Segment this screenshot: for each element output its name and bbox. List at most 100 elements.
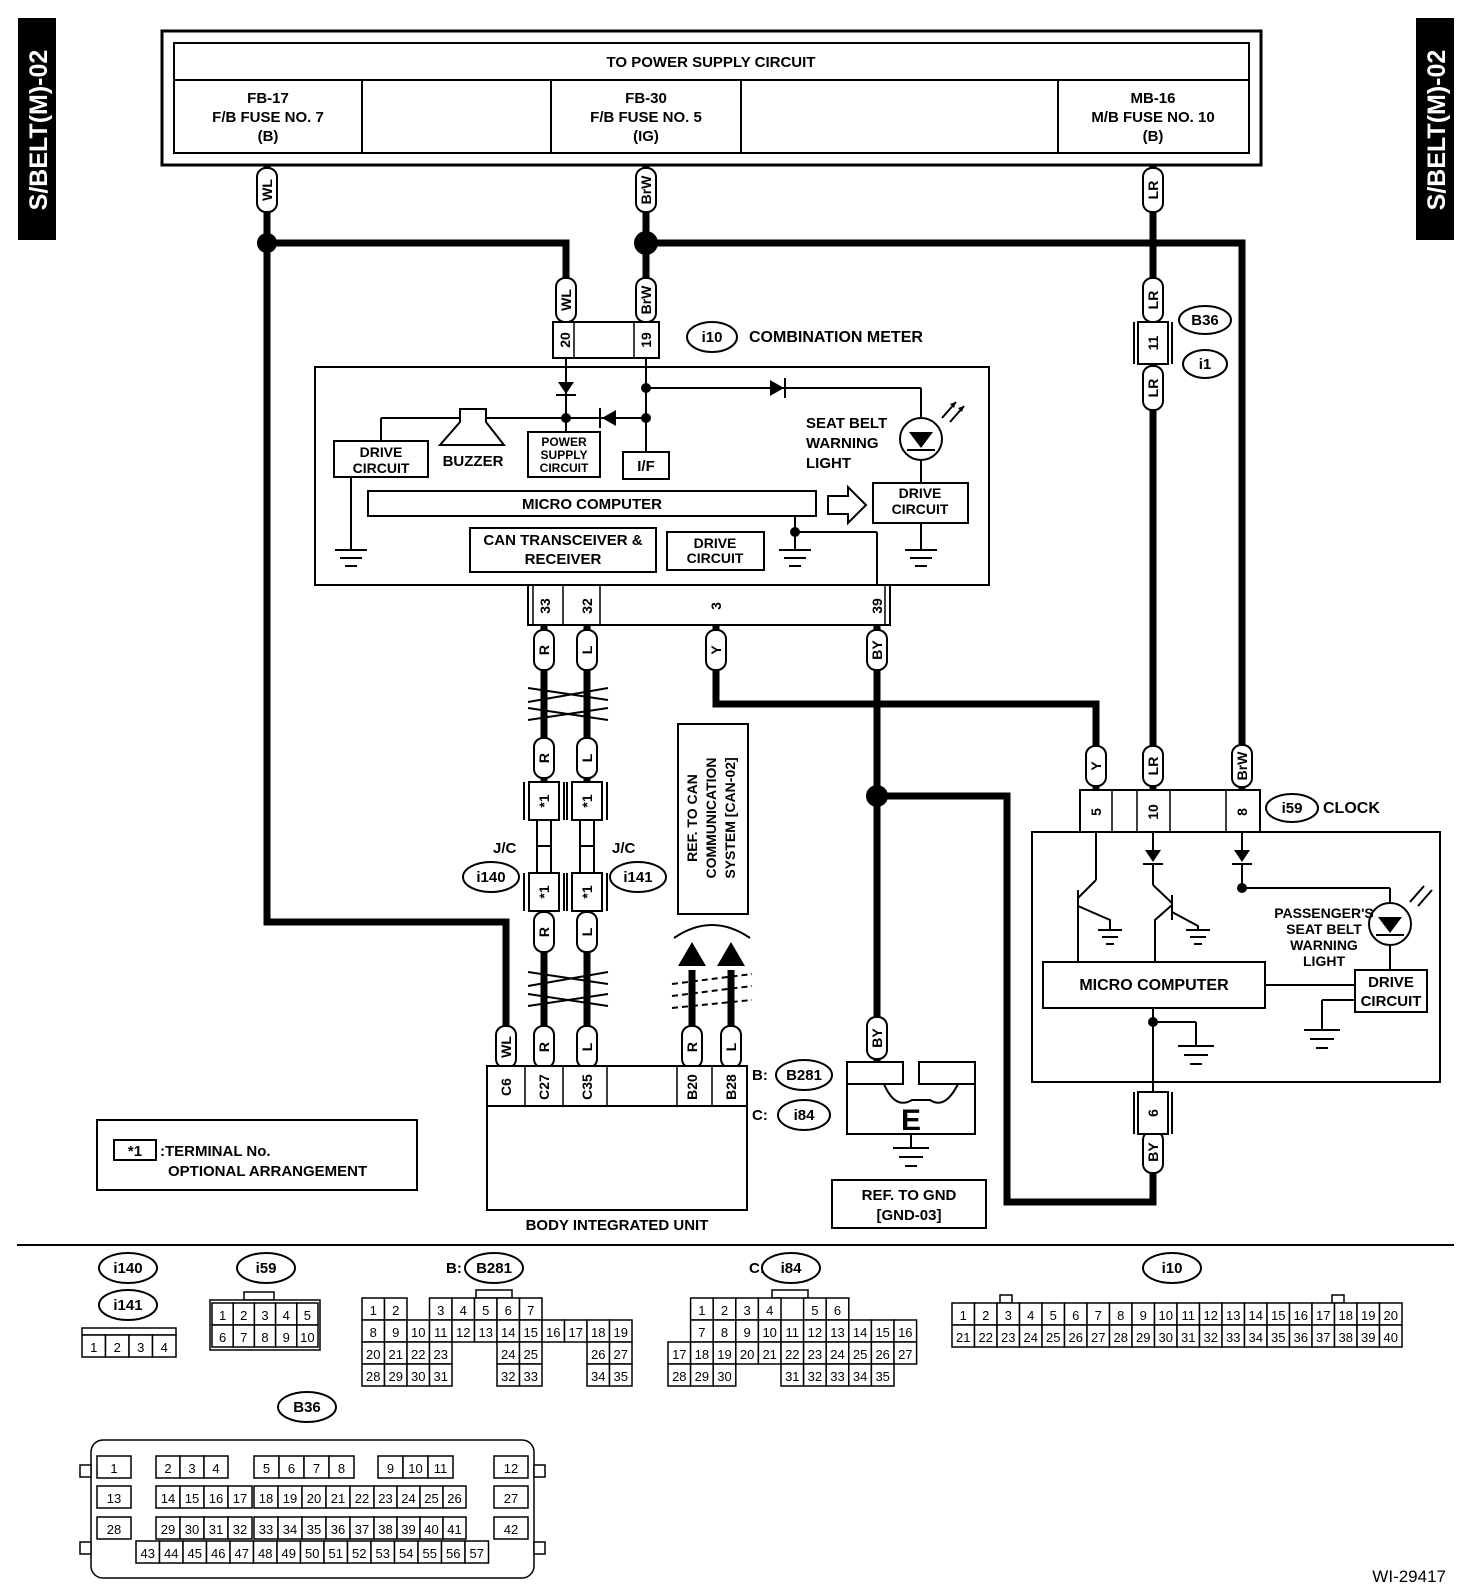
pin-number: 5 — [811, 1303, 818, 1318]
pin-number: 38 — [378, 1522, 392, 1537]
jc-i140: i140 — [476, 869, 505, 886]
pin-number: 31 — [785, 1369, 799, 1384]
pin-number: 5 — [304, 1308, 311, 1323]
pin-number: 27 — [898, 1347, 912, 1362]
pin-number: 24 — [830, 1347, 844, 1362]
tag-r-1: R — [536, 645, 552, 655]
legend-symbol: *1 — [128, 1143, 142, 1160]
pin-number: 26 — [447, 1491, 461, 1506]
pin-number: 31 — [434, 1369, 448, 1384]
pin-number: 6 — [505, 1303, 512, 1318]
tag-r-3: R — [536, 927, 552, 937]
pin-number: 12 — [456, 1325, 470, 1340]
pin-cell — [151, 1334, 177, 1358]
tag-by-2: BY — [869, 1028, 885, 1048]
tag-by-1: BY — [869, 640, 885, 660]
tag-wl-3: WL — [498, 1036, 514, 1058]
right-tab-label: S/BELT(M)-02 — [1423, 50, 1451, 211]
pin-number: 2 — [114, 1340, 121, 1355]
pin-number: 12 — [1204, 1308, 1218, 1323]
pin-number: 38 — [1339, 1330, 1353, 1345]
ground-reference: REF. TO GND[GND-03] — [862, 1187, 957, 1224]
pin-number: 33 — [524, 1369, 538, 1384]
fuse-1-code: FB-17 — [247, 90, 289, 107]
pin-number: 20 — [1384, 1308, 1398, 1323]
pin-number: 34 — [591, 1369, 605, 1384]
pin-number: 18 — [259, 1491, 273, 1506]
meter-micro-computer: MICRO COMPUTER — [522, 496, 662, 513]
pin-number: 2 — [240, 1308, 247, 1323]
pin-number: 32 — [233, 1522, 247, 1537]
pin-number: 30 — [1159, 1330, 1173, 1345]
pin-number: 1 — [90, 1340, 97, 1355]
legend: *1 :TERMINAL No. OPTIONAL ARRANGEMENT — [96, 1119, 418, 1191]
tag-l-2: L — [579, 753, 595, 762]
splice-points — [257, 231, 888, 807]
pin-number: 36 — [1294, 1330, 1308, 1345]
pin-number: 28 — [366, 1369, 380, 1384]
jc-star-1: *1 — [536, 794, 552, 807]
inline-pin-11: 11 — [1145, 335, 1161, 350]
body-integrated-unit: C6 C27 C35 B20 B28 BODY INTEGRATED UNIT … — [486, 1059, 833, 1234]
pin-number: 2 — [392, 1303, 399, 1318]
tag-r-5: R — [684, 1042, 700, 1052]
pin-number: 51 — [329, 1546, 343, 1561]
pin-number: 32 — [501, 1369, 515, 1384]
pin-number: 21 — [331, 1491, 345, 1506]
pin-number: 42 — [504, 1522, 518, 1537]
pin-number: 11 — [786, 1325, 800, 1340]
pin-number: 1 — [219, 1308, 226, 1323]
tag-brw-1: BrW — [638, 175, 654, 205]
pin-number: 5 — [1050, 1308, 1057, 1323]
fuse-3-code: MB-16 — [1130, 90, 1175, 107]
pin-number: 17 — [233, 1491, 247, 1506]
biu-pin-b20: B20 — [684, 1074, 700, 1100]
pin-number: 13 — [1226, 1308, 1240, 1323]
pin-cell — [493, 1455, 529, 1479]
biu-connector-c-prefix: C: — [752, 1107, 768, 1124]
pin-cell — [427, 1455, 454, 1479]
pin-number: 37 — [1316, 1330, 1330, 1345]
pin-number: 7 — [698, 1325, 705, 1340]
pin-number: 4 — [460, 1303, 467, 1318]
pin-number: 13 — [830, 1325, 844, 1340]
legend-line-1: :TERMINAL No. — [160, 1143, 271, 1160]
pin-number: 35 — [875, 1369, 889, 1384]
tag-by-3: BY — [1145, 1142, 1161, 1162]
pin-number: 31 — [1181, 1330, 1195, 1345]
biu-connector-b-prefix: B: — [752, 1067, 768, 1084]
pin-cell — [428, 1363, 453, 1387]
pin-number: 9 — [387, 1461, 394, 1476]
pin-number: 16 — [1294, 1308, 1308, 1323]
legend-line-2: OPTIONAL ARRANGEMENT — [168, 1163, 367, 1180]
jc-label-left: J/C — [493, 840, 517, 857]
meter-title: COMBINATION METER — [749, 329, 923, 346]
biu-pin-b28: B28 — [723, 1074, 739, 1100]
pin-number: 35 — [1271, 1330, 1285, 1345]
svg-text:i10: i10 — [1162, 1260, 1183, 1277]
pin-number: 1 — [960, 1308, 967, 1323]
pin-number: 17 — [1316, 1308, 1330, 1323]
pin-number: 31 — [209, 1522, 223, 1537]
tag-lr-2: LR — [1145, 291, 1161, 310]
tag-lr-1: LR — [1145, 181, 1161, 200]
pin-number: 32 — [808, 1369, 822, 1384]
pin-cell — [96, 1516, 132, 1540]
pin-cell — [493, 1516, 529, 1540]
pin-number: 3 — [437, 1303, 444, 1318]
pin-number: 9 — [1140, 1308, 1147, 1323]
pin-number: 6 — [219, 1330, 226, 1345]
connector-view-i140-label: i140 — [98, 1252, 158, 1284]
meter-connector-label: i10 — [702, 329, 723, 346]
svg-text:i59: i59 — [256, 1260, 277, 1277]
biu-connector-i84: i84 — [794, 1107, 816, 1124]
pin-number: 9 — [283, 1330, 290, 1345]
pin-number: 47 — [235, 1546, 249, 1561]
signal-arrow-icon — [827, 484, 868, 526]
pin-number: 29 — [389, 1369, 403, 1384]
